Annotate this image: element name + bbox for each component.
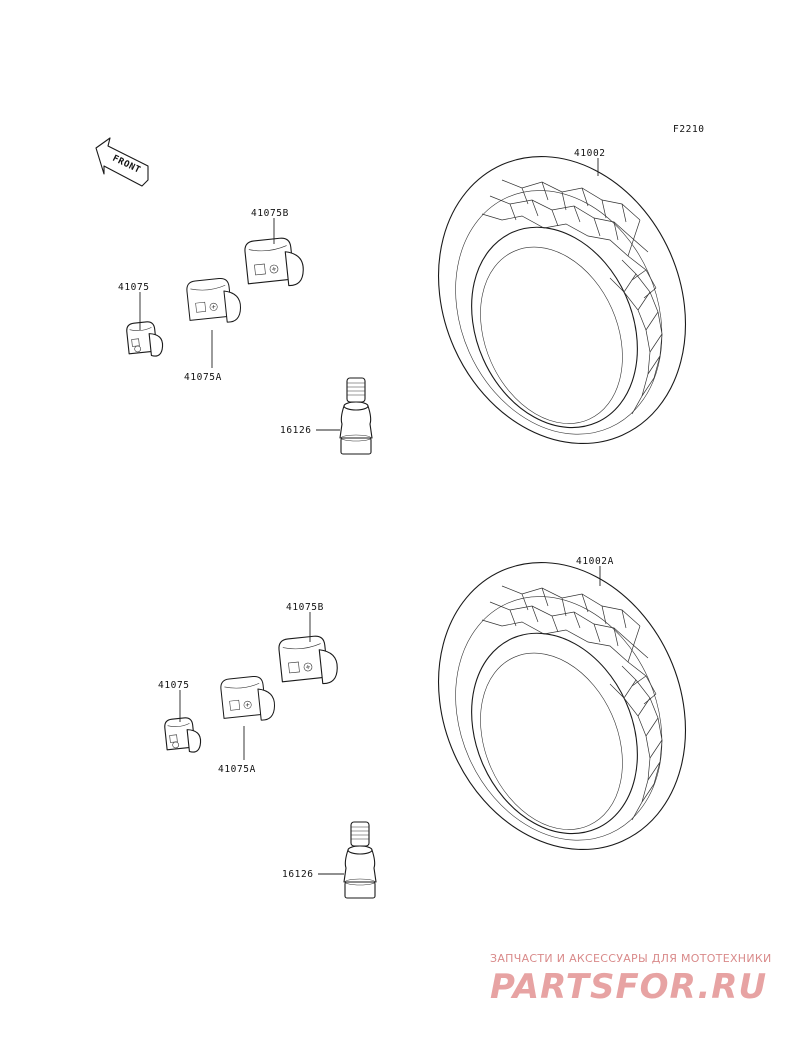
label-tire-upper: 41002	[574, 148, 606, 159]
balance-weight-lower	[163, 715, 203, 756]
balance-weight-lower-a	[219, 674, 277, 725]
diagram-code: F2210	[673, 124, 705, 135]
label-weight-lower-a: 41075A	[218, 764, 256, 775]
balance-weight-upper-a	[185, 276, 243, 327]
label-weight-upper-b: 41075B	[251, 208, 289, 219]
label-tire-lower: 41002A	[576, 556, 614, 567]
upper-assembly: 41002 41075B 41075A 41075 16126	[118, 116, 731, 484]
balance-weight-lower-b	[277, 633, 340, 689]
label-weight-lower-b: 41075B	[286, 602, 324, 613]
balance-weight-upper-b	[243, 235, 306, 291]
valve-upper	[339, 377, 373, 455]
tire-upper	[393, 116, 731, 484]
label-weight-upper-a: 41075A	[184, 372, 222, 383]
lower-assembly: 41002A 41075B 41075A 41075 16126	[158, 522, 731, 899]
label-weight-lower: 41075	[158, 680, 190, 691]
valve-lower	[343, 821, 377, 899]
watermark-caption: ЗАПЧАСТИ И АКСЕССУАРЫ ДЛЯ МОТОТЕХНИКИ	[490, 952, 772, 965]
balance-weight-upper	[125, 319, 165, 360]
label-valve-lower: 16126	[282, 869, 314, 880]
watermark: ЗАПЧАСТИ И АКСЕССУАРЫ ДЛЯ МОТОТЕХНИКИ PA…	[490, 952, 772, 1007]
watermark-logo: PARTSFOR.RU	[490, 967, 767, 1007]
label-weight-upper: 41075	[118, 282, 150, 293]
label-valve-upper: 16126	[280, 425, 312, 436]
front-arrow-icon: FRONT	[95, 137, 149, 187]
tire-lower	[393, 522, 731, 890]
